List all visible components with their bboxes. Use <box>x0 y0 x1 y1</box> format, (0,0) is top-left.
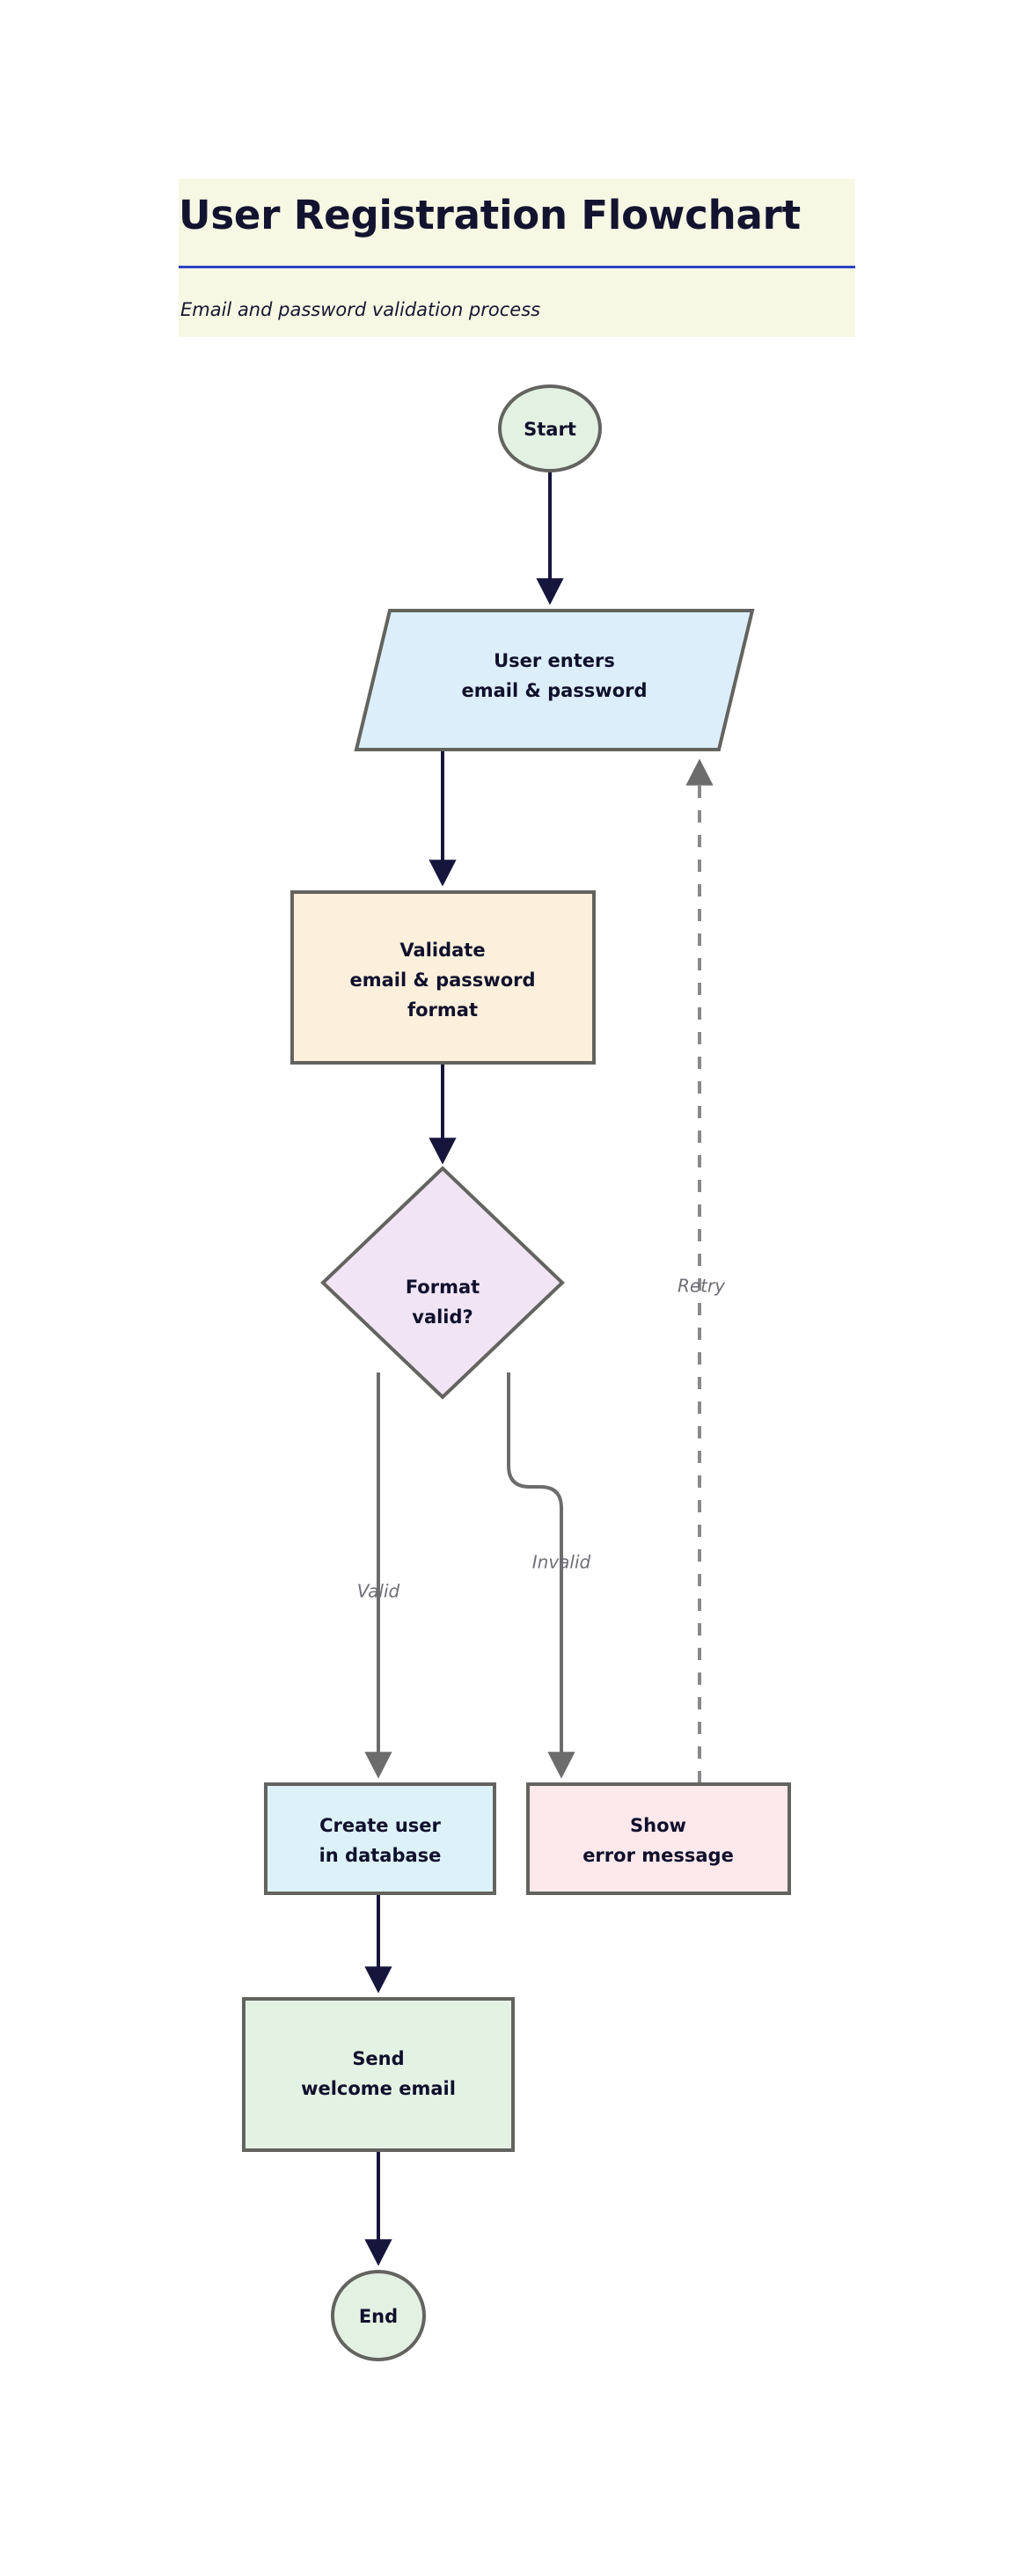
user-input-label-line1: User enters <box>494 650 615 671</box>
decision-label-line2: valid? <box>412 1306 473 1328</box>
node-validate[interactable]: Validate email & password format <box>290 890 596 1065</box>
node-start[interactable]: Start <box>498 384 602 472</box>
validate-label-line1: Validate <box>399 940 485 961</box>
show-error-label-line2: error message <box>582 1845 734 1866</box>
validate-rectangle <box>290 890 596 1065</box>
edge-label-retry: Retry <box>678 1276 726 1297</box>
header-divider <box>179 266 855 268</box>
end-ellipse <box>331 2270 426 2361</box>
start-ellipse <box>498 384 602 472</box>
page-subtitle: Email and password validation process <box>180 299 541 320</box>
create-user-rectangle <box>264 1782 496 1895</box>
node-create-user[interactable]: Create user in database <box>264 1782 496 1895</box>
header-band <box>179 179 855 337</box>
start-label: Start <box>524 419 576 440</box>
create-user-label-line1: Create user <box>319 1815 441 1836</box>
send-welcome-label-line2: welcome email <box>301 2078 456 2099</box>
page-title: User Registration Flowchart <box>179 192 801 238</box>
send-welcome-rectangle <box>242 1997 515 2152</box>
node-end[interactable]: End <box>331 2270 426 2361</box>
end-label: End <box>359 2306 398 2327</box>
node-show-error[interactable]: Show error message <box>526 1782 791 1895</box>
node-decision-format-valid[interactable]: Format valid? <box>320 1166 565 1400</box>
edge-decision-to-error <box>507 1372 575 1779</box>
user-input-parallelogram <box>354 609 755 751</box>
validate-label-line3: format <box>407 999 478 1021</box>
show-error-rectangle <box>526 1782 791 1895</box>
node-user-input[interactable]: User enters email & password <box>354 609 755 751</box>
user-input-label-line2: email & password <box>461 680 647 701</box>
show-error-label-line1: Show <box>630 1815 686 1836</box>
edge-label-valid: Valid <box>357 1581 400 1602</box>
edge-label-invalid: Invalid <box>532 1552 591 1573</box>
node-send-welcome-email[interactable]: Send welcome email <box>242 1997 515 2152</box>
decision-label-line1: Format <box>406 1277 480 1298</box>
decision-diamond <box>320 1166 565 1400</box>
create-user-label-line2: in database <box>319 1845 442 1866</box>
validate-label-line2: email & password <box>349 970 535 991</box>
send-welcome-label-line1: Send <box>352 2048 404 2069</box>
